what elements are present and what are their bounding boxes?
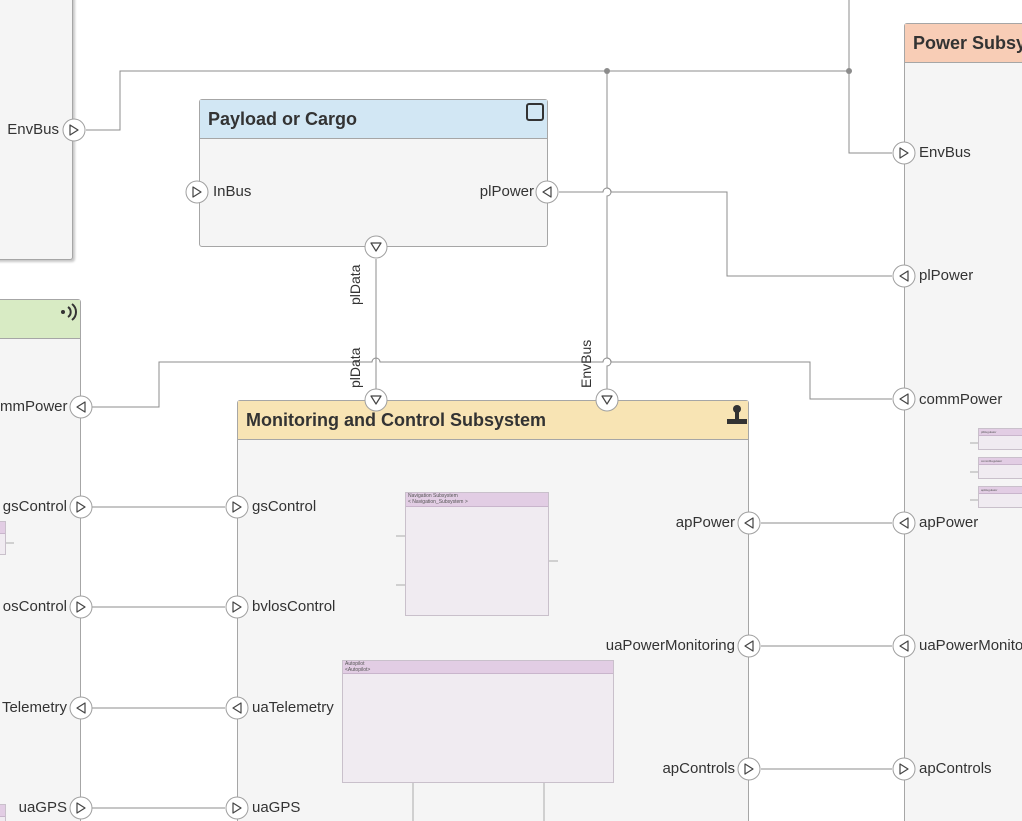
communication-uagps-port-label: uaGPS bbox=[18, 799, 67, 816]
junction-envbus-2 bbox=[846, 68, 852, 74]
port-comm-uatelemetry bbox=[69, 696, 93, 720]
port-monitoring-apcontrols bbox=[737, 757, 761, 781]
port-payload-plpower bbox=[535, 180, 559, 204]
port-monitoring-uapowermonitoring bbox=[737, 634, 761, 658]
power-plpower-port-label: plPower bbox=[919, 267, 974, 284]
junction-envbus-1 bbox=[604, 68, 610, 74]
power-regulator-2-label: commRegulator bbox=[981, 459, 1003, 463]
communication-child-1 bbox=[0, 521, 6, 555]
payload-plpower-port-label: plPower bbox=[479, 183, 534, 200]
monitoring-appower-port-label: apPower bbox=[675, 514, 735, 531]
autopilot-subtitle: <Autopilot> bbox=[345, 667, 371, 673]
monitoring-uapowermonitoring-port-label: uaPowerMonitoring bbox=[605, 637, 735, 654]
payload-header: Payload or Cargo bbox=[200, 100, 547, 139]
environment-envbus-port-label: EnvBus bbox=[7, 121, 59, 138]
communication-bvloscontrol-port-label: osControl bbox=[2, 598, 67, 615]
monitoring-apcontrols-port-label: apControls bbox=[662, 760, 735, 777]
port-comm-commpower bbox=[69, 395, 93, 419]
monitoring-gscontrol-port-label: gsControl bbox=[252, 498, 317, 515]
power-apcontrols-port-label: apControls bbox=[919, 760, 992, 777]
navigation-subsystem-child[interactable]: Navigation Subsystem < Navigation_Subsys… bbox=[405, 492, 549, 616]
power-regulator-child-1: plRegulator bbox=[978, 428, 1022, 450]
power-header: Power Subsy bbox=[905, 24, 1022, 63]
monitoring-uatelemetry-port-label: uaTelemetry bbox=[252, 699, 334, 716]
payload-title: Payload or Cargo bbox=[208, 108, 358, 129]
autopilot-child[interactable]: Autopilot <Autopilot> bbox=[342, 660, 614, 783]
port-power-plpower bbox=[892, 264, 916, 288]
port-monitoring-envbus bbox=[595, 388, 619, 412]
communication-gscontrol-port-label: gsControl bbox=[2, 498, 67, 515]
port-monitoring-pldata bbox=[364, 388, 388, 412]
power-commpower-port-label: commPower bbox=[919, 391, 1003, 408]
port-comm-gscontrol bbox=[69, 495, 93, 519]
communication-commpower-port-label: mmPower bbox=[0, 398, 68, 415]
power-envbus-port-label: EnvBus bbox=[919, 144, 971, 161]
port-monitoring-appower bbox=[737, 511, 761, 535]
port-monitoring-uagps bbox=[225, 796, 249, 820]
wire-envbus-power-top bbox=[848, 0, 892, 154]
autopilot-title: Autopilot bbox=[345, 661, 365, 667]
antenna-signal-icon bbox=[61, 303, 77, 321]
port-power-uapowermonitoring bbox=[892, 634, 916, 658]
monitoring-header: Monitoring and Control Subsystem bbox=[238, 401, 748, 440]
wire-commpower bbox=[92, 357, 892, 408]
monitoring-bvloscontrol-port-label: bvlosControl bbox=[252, 598, 336, 615]
monitoring-title: Monitoring and Control Subsystem bbox=[246, 409, 546, 430]
wire-envbus-monitoring bbox=[606, 71, 612, 389]
power-title: Power Subsy bbox=[913, 32, 1022, 53]
wire-plpower bbox=[559, 187, 892, 277]
power-regulator-3-label: apRegulator bbox=[981, 488, 998, 492]
power-block[interactable]: Power Subsy bbox=[904, 23, 1022, 821]
envbus-label: EnvBus bbox=[578, 339, 594, 388]
port-payload-pldata bbox=[364, 235, 388, 259]
port-environment-envbus bbox=[62, 118, 86, 142]
port-power-envbus bbox=[892, 141, 916, 165]
port-comm-uagps bbox=[69, 796, 93, 820]
port-comm-bvloscontrol bbox=[69, 595, 93, 619]
port-monitoring-bvloscontrol bbox=[225, 595, 249, 619]
communication-uatelemetry-port-label: Telemetry bbox=[1, 699, 67, 716]
joystick-icon bbox=[727, 405, 747, 424]
port-power-appower bbox=[892, 511, 916, 535]
payload-block[interactable]: Payload or Cargo bbox=[199, 99, 548, 247]
port-monitoring-gscontrol bbox=[225, 495, 249, 519]
communication-child-2 bbox=[0, 804, 6, 821]
power-regulator-1-label: plRegulator bbox=[981, 430, 997, 434]
port-monitoring-uatelemetry bbox=[225, 696, 249, 720]
navigation-subsystem-subtitle: < Navigation_Subsystem > bbox=[408, 499, 468, 505]
communication-header bbox=[0, 300, 80, 339]
power-uapowermonitoring-port-label: uaPowerMonito bbox=[919, 637, 1022, 654]
pldata-label-bottom: plData bbox=[347, 347, 363, 388]
navigation-subsystem-title: Navigation Subsystem bbox=[408, 493, 458, 499]
payload-inbus-port-label: InBus bbox=[213, 183, 252, 200]
power-appower-port-label: apPower bbox=[919, 514, 979, 531]
port-power-commpower bbox=[892, 387, 916, 411]
square-icon bbox=[526, 103, 544, 121]
wire-envbus-environment bbox=[86, 70, 849, 131]
pldata-label-top: plData bbox=[347, 264, 363, 305]
port-power-apcontrols bbox=[892, 757, 916, 781]
power-regulator-child-2: commRegulator bbox=[978, 457, 1022, 479]
monitoring-uagps-port-label: uaGPS bbox=[252, 799, 301, 816]
power-regulator-child-3: apRegulator bbox=[978, 486, 1022, 508]
communication-block[interactable] bbox=[0, 299, 81, 821]
port-payload-inbus bbox=[185, 180, 209, 204]
